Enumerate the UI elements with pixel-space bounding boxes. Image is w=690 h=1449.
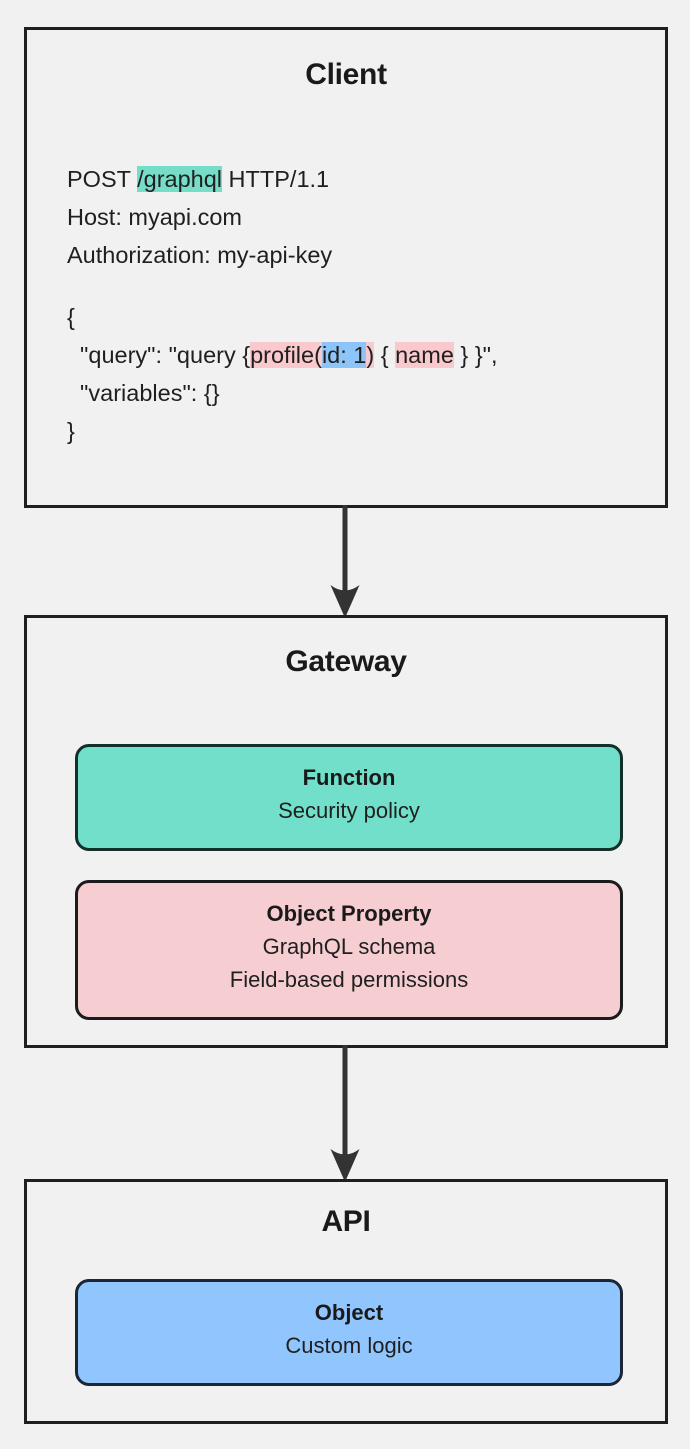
request-query-prefix: "query": "query { — [67, 342, 251, 368]
node-object-property-line-1: GraphQL schema — [262, 934, 436, 959]
request-query-mid: { — [374, 342, 396, 368]
api-group: API Object Custom logic — [24, 1179, 668, 1424]
request-query-argument: id: 1 — [321, 342, 367, 368]
request-blank-line — [67, 274, 665, 298]
request-body-close-brace: } — [67, 418, 75, 444]
request-host-header: Host: myapi.com — [67, 204, 242, 230]
node-object-property[interactable]: Object Property GraphQL schema Field-bas… — [75, 880, 623, 1020]
client-title: Client — [305, 58, 387, 91]
arrow-gateway-to-api — [330, 1045, 360, 1182]
client-request-text: POST /graphql HTTP/1.1 Host: myapi.com A… — [67, 122, 665, 450]
request-method: POST — [67, 166, 138, 192]
gateway-group: Gateway Function Security policy Object … — [24, 615, 668, 1048]
client-group: Client POST /graphql HTTP/1.1 Host: myap… — [24, 27, 668, 508]
node-function-title: Function — [302, 765, 396, 790]
node-object-property-title: Object Property — [266, 901, 432, 926]
request-query-field: profile( — [250, 342, 322, 368]
request-protocol: HTTP/1.1 — [222, 166, 330, 192]
node-function-line-1: Security policy — [278, 798, 420, 823]
node-object[interactable]: Object Custom logic — [75, 1279, 623, 1386]
node-object-property-line-2: Field-based permissions — [229, 967, 469, 992]
gateway-title: Gateway — [285, 645, 407, 678]
request-body-open-brace: { — [67, 304, 75, 330]
request-path: /graphql — [137, 166, 223, 192]
node-object-title: Object — [314, 1300, 384, 1325]
node-function[interactable]: Function Security policy — [75, 744, 623, 851]
api-title: API — [321, 1205, 371, 1238]
request-query-close-paren: ) — [366, 342, 375, 368]
arrow-client-to-gateway — [330, 505, 360, 618]
request-authorization-header: Authorization: my-api-key — [67, 242, 333, 268]
node-object-line-1: Custom logic — [285, 1333, 413, 1358]
request-query-selection: name — [395, 342, 454, 368]
request-variables: "variables": {} — [67, 380, 220, 406]
request-query-suffix: } }", — [453, 342, 498, 368]
